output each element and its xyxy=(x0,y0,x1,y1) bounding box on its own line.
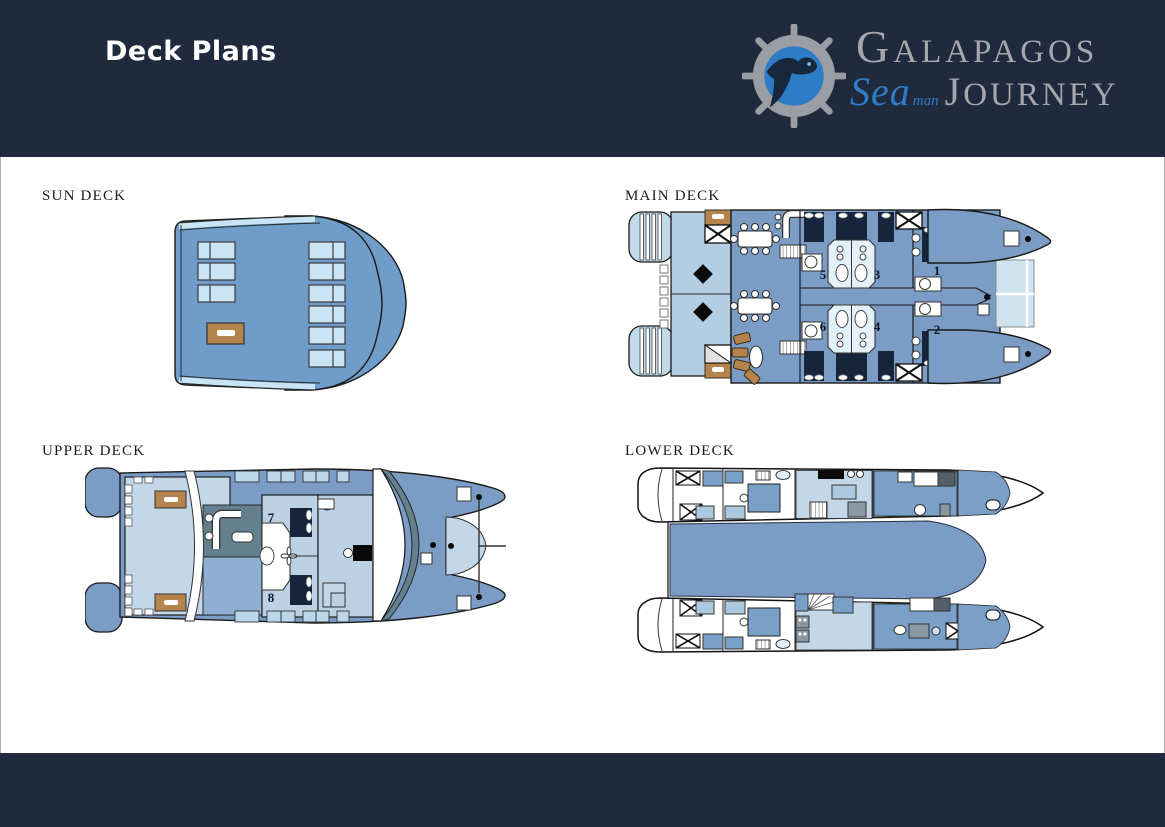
brand-sea: Sea xyxy=(850,69,911,114)
main-deck-plan: 5 3 1 6 4 2 xyxy=(628,205,1060,395)
cabin-number-7: 7 xyxy=(268,510,275,525)
brand-journey: JOURNEY xyxy=(944,69,1119,114)
port-hull xyxy=(637,467,1045,523)
lower-deck-label: LOWER DECK xyxy=(625,443,735,459)
bow-area xyxy=(927,208,1052,385)
lower-deck-plan xyxy=(628,460,1060,660)
cabin-number-4: 4 xyxy=(874,319,881,334)
stern-pontoons xyxy=(628,211,674,377)
main-deck-label: MAIN DECK xyxy=(625,188,721,204)
starboard-hull xyxy=(637,593,1045,653)
cabin-number-2: 2 xyxy=(934,322,941,337)
upper-deck-plan: 7 8 xyxy=(85,455,510,645)
manta-ray-icon xyxy=(766,57,817,108)
sun-deck-table xyxy=(206,322,245,345)
bathroom-pods xyxy=(827,239,876,354)
page-title: Deck Plans xyxy=(105,36,277,67)
round-dinette xyxy=(731,332,764,385)
upper-deck-label: UPPER DECK xyxy=(42,443,146,459)
footer-bar xyxy=(0,753,1165,827)
dining-tables xyxy=(729,222,781,323)
brand-man: man xyxy=(912,93,939,109)
header-bar: Deck Plans GALAPAGOS xyxy=(0,0,1165,157)
sun-loungers-left xyxy=(197,241,236,303)
sky-bar xyxy=(202,504,263,616)
cabin-number-6: 6 xyxy=(820,319,827,334)
cabin-number-5: 5 xyxy=(820,267,827,282)
cabin-number-1: 1 xyxy=(934,263,941,278)
ship-wheel-icon xyxy=(742,24,846,128)
salon-bar xyxy=(774,210,805,238)
cabin-number-3: 3 xyxy=(874,267,881,282)
cabins-7-8 xyxy=(259,494,319,618)
sun-loungers-right xyxy=(308,241,346,368)
brand-galapagos: GALAPAGOS xyxy=(856,21,1099,72)
aft-benches xyxy=(704,209,733,379)
sun-deck-plan xyxy=(165,210,415,395)
bridge xyxy=(317,494,374,618)
cabin-number-8: 8 xyxy=(268,590,275,605)
sun-deck-label: SUN DECK xyxy=(42,188,127,204)
